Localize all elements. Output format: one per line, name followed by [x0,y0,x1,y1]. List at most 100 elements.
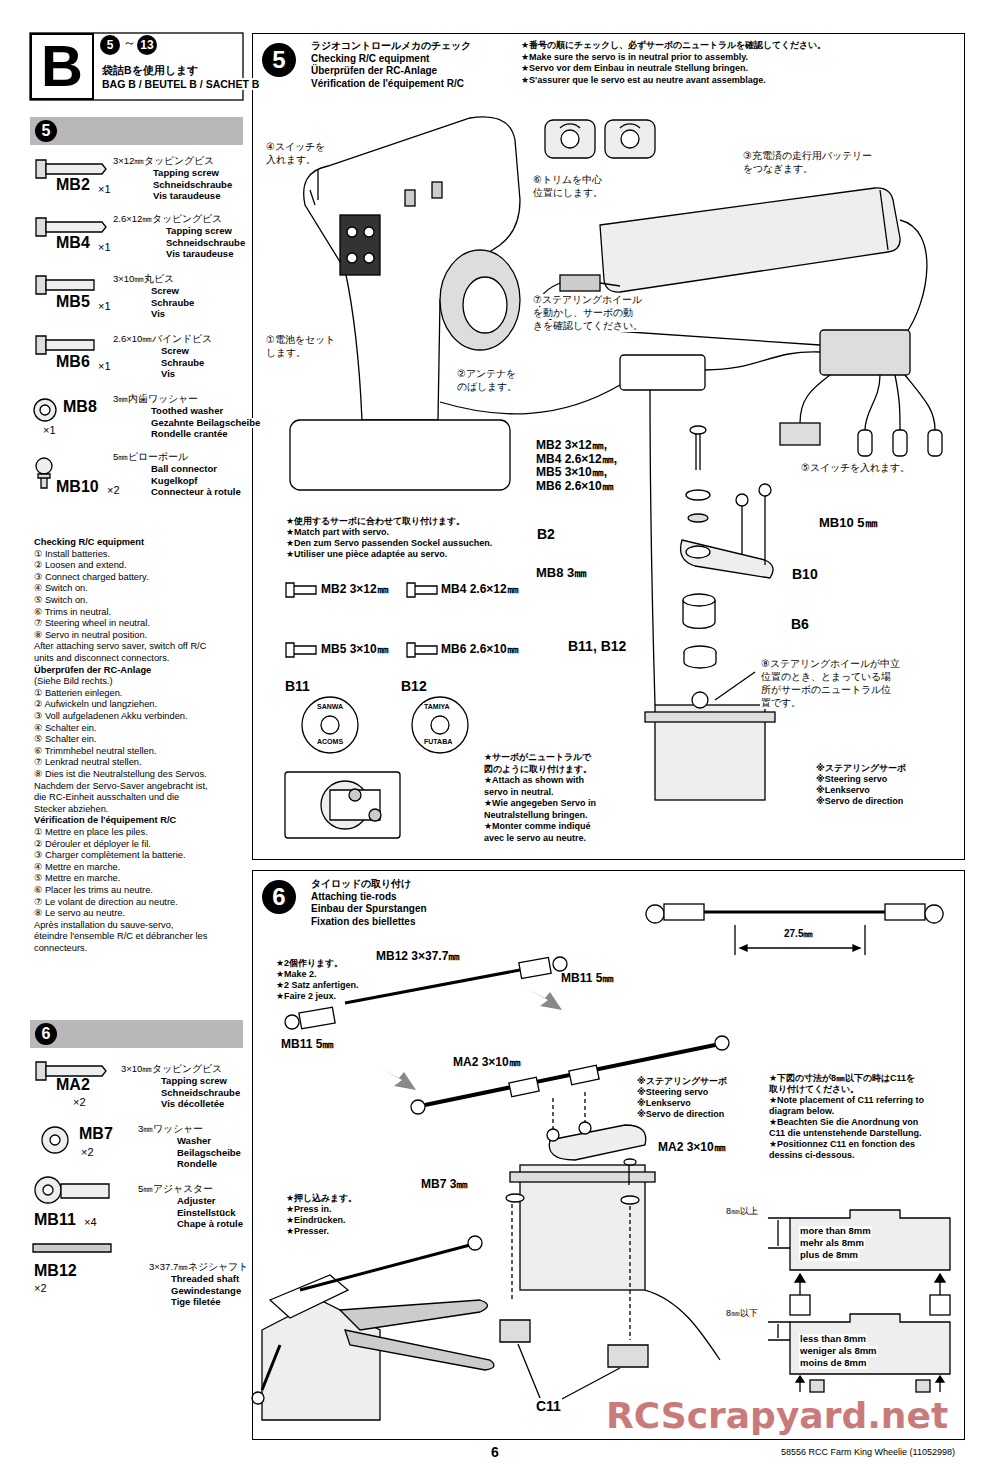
step-number: 6 [35,1023,57,1045]
note-text: ★Servo vor dem Einbau in neutrale Stellu… [520,63,749,73]
label-text: (Siehe Bild rechts.) [33,676,114,687]
servo-saver-stack [645,426,775,800]
label-text: 5㎜ピローボール [112,452,189,463]
note-text: MB10 5㎜ [818,516,879,531]
note-text: B10 [791,566,819,582]
note-text: C11 [535,1398,562,1414]
note-text: Vis [160,369,176,380]
note-text: ※Steering servo [815,774,888,784]
label-text: ③充電済の走行用バッテリー [742,150,873,162]
note-text: Vis [150,309,166,320]
receiver-esc [440,330,942,705]
label-text: ⑦ Steering wheel in neutral. [33,618,151,629]
note-text: Schraube [160,358,205,369]
label-text: ×2 [106,484,121,497]
note-text: ★Utiliser une pièce adaptée au servo. [285,549,448,559]
label-text: ⑥トリムを中心 [532,174,603,186]
label-text: 3×10㎜丸ビス [112,274,175,285]
part-code: MB2 [55,176,91,194]
label-text: Nachdem der Servo-Saver angebracht ist, [33,781,209,792]
note-text: more than 8mm [799,1226,872,1237]
note-text: Neutralstellung bringen. [483,810,589,820]
label-text: ②アンテナを [456,368,517,380]
note-text: less than 8mm [799,1334,867,1345]
note-text: ★Match part with servo. [285,527,390,537]
note-text: ※ステアリングサーボ [636,1076,728,1086]
note-text: MB7 3㎜ [420,1178,469,1192]
label-text: After attaching servo saver, switch off … [33,641,207,652]
note-text: MB2 3×12㎜, [535,439,608,453]
note-text: ★Presser. [285,1226,330,1236]
note-text: dessins ci-dessous. [768,1150,856,1160]
label-text: ⑤ Schalter ein. [33,734,98,745]
note-text: BAG B / BEUTEL B / SACHET B [101,78,260,90]
note-text: mehr als 8mm [799,1238,865,1249]
label-text: ① Batterien einlegen. [33,688,123,699]
note-text: B11, B12 [567,638,627,654]
label-text: 3×10㎜タッピングビス [120,1064,223,1075]
note-text: servo in neutral. [483,787,555,797]
note-text: Tapping screw [165,226,233,237]
note-text: Tige filetée [170,1297,221,1308]
note-text: Vérification de l'équipement R/C [310,78,465,90]
note-text: ★Attach as shown with [483,775,585,785]
label-text: 2.6×10㎜バインドビス [112,334,213,345]
label-text: ④スイッチを [265,141,326,153]
note-text: Schneidschraube [160,1088,241,1099]
note-text: Checking R/C equipment [33,537,145,548]
note-text: Washer [176,1136,212,1147]
note-text: ※Lenkservo [815,785,871,795]
note-text: MB12 3×37.7㎜ [375,950,461,964]
step-number: 5 [100,35,120,55]
label-text: ① Mettre en place les piles. [33,827,149,838]
label-text: 3×37.7㎜ネジシャフト [148,1262,249,1273]
label-text: ① Install batteries. [33,549,111,560]
note-text: ※Servo de direction [815,796,904,806]
step-number: 6 [262,880,296,914]
note-text: Adjuster [176,1196,217,1207]
label-text: ①電池をセット [265,334,336,346]
step-number: 5 [35,120,57,142]
note-text: MA2 3×10㎜ [657,1141,727,1155]
label-text: ×2 [72,1096,87,1109]
note-text: Schneidschraube [165,238,246,249]
note-text: Einbau der Spurstangen [310,903,428,915]
note-text: Schraube [150,298,195,309]
label-text: ⑥ Placer les trims au neutre. [33,885,154,896]
label-text: ② Loosen and extend. [33,560,128,571]
label-text: ×1 [97,300,112,313]
label-text: 3㎜内歯ワッシャー [112,394,199,405]
note-text: MB6 2.6×10㎜ [535,480,615,494]
note-text: ★Make sure the servo is in neutral prior… [520,52,749,62]
label-text: Après installation du sauve-servo, [33,920,175,931]
note-text: Rondelle [176,1159,218,1170]
servo-6 [500,1122,720,1400]
note-text: B11 [284,678,311,694]
bag-letter: B [32,35,92,97]
note-text: moins de 8mm [799,1358,868,1369]
label-text: ⑧ Servo in neutral position. [33,630,148,641]
note-text: Checking R/C equipment [310,53,430,65]
note-text: ★Wie angegeben Servo in [483,798,597,808]
note-text: ★押し込みます。 [285,1193,358,1203]
label-text: 位置にします。 [532,187,604,199]
note-text: Connecteur à rotule [150,487,242,498]
note-text: MB8 3㎜ [535,566,588,581]
label-text: ～ [122,36,137,51]
pliers-drawing [252,1236,494,1420]
note-text: ※ステアリングサーボ [815,763,907,773]
note-text: Vérification de l'équipement R/C [33,815,177,826]
label-text: 所がサーボのニュートラル位 [760,684,892,696]
label-text: ×1 [42,424,57,437]
note-text: MB11 5㎜ [560,972,615,986]
note-text: Screw [150,286,180,297]
note-text: TAMIYA [423,703,451,711]
note-text: ACOMS [316,738,344,746]
note-text: Chape à rotule [176,1219,244,1230]
note-text: ★Press in. [285,1204,333,1214]
label-text: 8㎜以下 [725,1308,759,1318]
step-number: 13 [137,35,157,55]
part-code: MB11 [33,1211,77,1229]
note-text: Vis taraudeuse [165,249,234,260]
label-text: ×1 [97,360,112,373]
